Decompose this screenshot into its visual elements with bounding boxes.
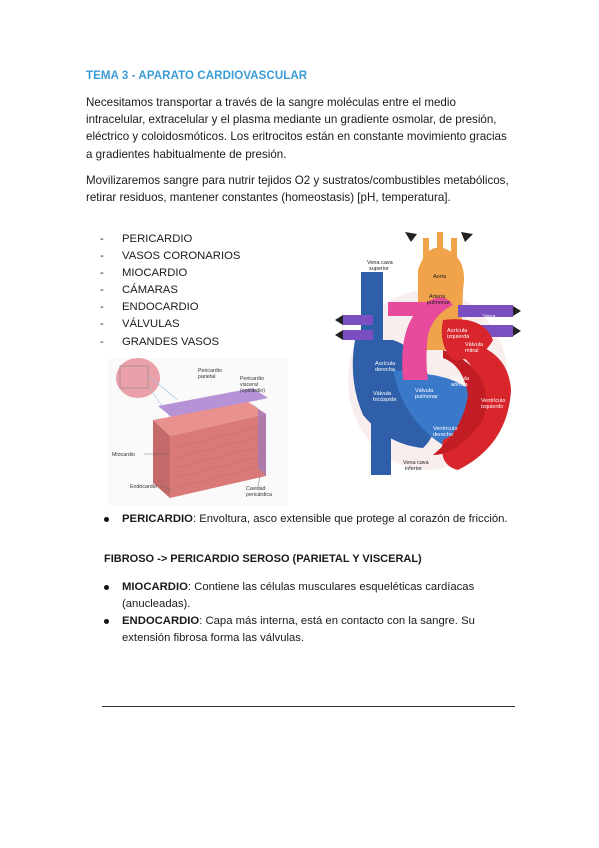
svg-text:Válvula: Válvula	[465, 342, 484, 348]
svg-text:Válvula: Válvula	[451, 376, 470, 382]
svg-text:(epicardio): (epicardio)	[240, 388, 265, 394]
definition-miocardio: : Contiene las células musculares esquel…	[122, 581, 475, 610]
term-pericardio: PERICARDIO	[122, 513, 193, 525]
svg-text:Ventrículo: Ventrículo	[481, 398, 505, 404]
page-title: TEMA 3 - APARATO CARDIOVASCULAR	[86, 70, 308, 82]
svg-text:derecho: derecho	[433, 432, 453, 438]
list-item: VASOS CORONARIOS	[100, 248, 240, 265]
bullet-dot	[104, 619, 109, 624]
svg-text:izquierda: izquierda	[447, 334, 470, 340]
intro-paragraph: Necesitamos transportar a través de la s…	[86, 96, 507, 161]
heart-diagram: Vena cava superior Aorta Arteria pulmona…	[335, 232, 521, 475]
term-miocardio: MIOCARDIO	[122, 581, 188, 593]
svg-text:Arteria: Arteria	[429, 294, 446, 300]
svg-text:Miocardio: Miocardio	[112, 452, 135, 458]
svg-text:derecha: derecha	[375, 367, 396, 373]
fibroso-heading: FIBROSO -> PERICARDIO SEROSO (PARIETAL Y…	[104, 553, 422, 565]
svg-text:aórtica: aórtica	[451, 382, 468, 388]
svg-text:Cavidad: Cavidad	[246, 486, 265, 492]
list-item: GRANDES VASOS	[100, 334, 240, 351]
list-item: CÁMARAS	[100, 282, 240, 299]
bullet-dot	[104, 517, 109, 522]
bullet-miocardio: MIOCARDIO: Contiene las células muscular…	[104, 579, 514, 613]
svg-text:pulmonar: pulmonar	[415, 394, 438, 400]
svg-text:Vena cava: Vena cava	[367, 260, 394, 266]
svg-text:pulmonar: pulmonar	[427, 300, 450, 306]
svg-text:Aorta: Aorta	[433, 274, 447, 280]
list-item: ENDOCARDIO	[100, 299, 240, 316]
purpose-paragraph: Movilizaremos sangre para nutrir tejidos…	[86, 174, 509, 205]
svg-text:izquierdo: izquierdo	[481, 404, 503, 410]
list-item: MIOCARDIO	[100, 265, 240, 282]
svg-text:Vena cava: Vena cava	[403, 460, 430, 466]
svg-text:Endocardio: Endocardio	[130, 484, 157, 490]
svg-text:pericárdica: pericárdica	[246, 492, 272, 498]
svg-text:inferior: inferior	[405, 466, 422, 472]
horizontal-rule	[102, 706, 515, 707]
list-item: PERICARDIO	[100, 231, 240, 248]
bullet-endocardio: ENDOCARDIO: Capa más interna, está en co…	[104, 613, 514, 647]
svg-text:mitral: mitral	[465, 348, 478, 354]
svg-text:Aurícula: Aurícula	[375, 361, 396, 367]
bullet-pericardio: PERICARDIO: Envoltura, asco extensible q…	[104, 511, 514, 528]
structures-list: PERICARDIO VASOS CORONARIOS MIOCARDIO CÁ…	[100, 231, 240, 351]
definition-endocardio: : Capa más interna, está en contacto con…	[122, 615, 475, 644]
svg-text:Aurícula: Aurícula	[447, 328, 468, 334]
svg-text:Válvula: Válvula	[373, 391, 392, 397]
svg-text:parietal: parietal	[198, 374, 215, 380]
svg-text:superior: superior	[369, 266, 389, 272]
svg-text:Pericardio: Pericardio	[240, 376, 264, 382]
svg-text:Pericardio: Pericardio	[198, 368, 222, 374]
svg-text:Ventrículo: Ventrículo	[433, 426, 457, 432]
bullet-dot	[104, 585, 109, 590]
svg-text:pulmonar: pulmonar	[483, 320, 506, 326]
svg-text:Válvula: Válvula	[415, 388, 434, 394]
svg-text:Vena: Vena	[483, 314, 496, 320]
term-endocardio: ENDOCARDIO	[122, 615, 200, 627]
list-item: VÁLVULAS	[100, 316, 240, 333]
definition-pericardio: : Envoltura, asco extensible que protege…	[192, 513, 508, 525]
svg-text:tricúspide: tricúspide	[373, 397, 397, 403]
svg-text:visceral: visceral	[240, 382, 258, 388]
pericardium-diagram: Pericardio parietal Pericardio visceral …	[108, 358, 288, 506]
